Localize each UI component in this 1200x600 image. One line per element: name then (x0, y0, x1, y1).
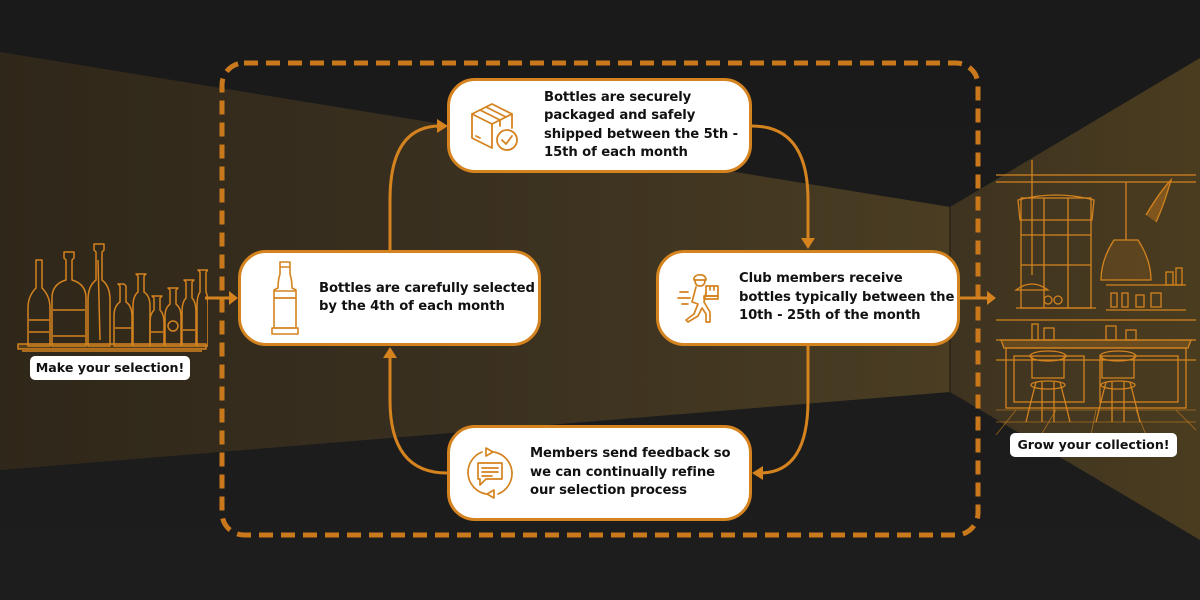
home-bar-illustration (996, 160, 1196, 435)
step-card-select: Bottles are carefully selected by the 4t… (238, 250, 541, 346)
arrow-ship-to-receive (751, 124, 815, 249)
arrow-exit (960, 291, 996, 305)
arrow-entry (205, 291, 238, 305)
step-card-feedback: Members send feedback so we can continua… (447, 425, 752, 521)
bottle-icon (245, 260, 325, 336)
step-text: Club members receive bottles typically b… (739, 271, 955, 324)
light-beam-right (950, 58, 1200, 540)
step-card-ship: Bottles are securely packaged and safely… (447, 78, 752, 173)
bottles-shelf-illustration (17, 243, 208, 352)
arrow-receive-to-feedback (752, 346, 810, 480)
package-check-icon (450, 100, 538, 152)
make-your-selection-label: Make your selection! (30, 356, 190, 380)
step-text: Members send feedback so we can continua… (530, 446, 731, 499)
step-card-receive: Club members receive bottles typically b… (656, 250, 960, 346)
step-text: Bottles are securely packaged and safely… (544, 89, 739, 161)
arrow-select-to-ship (388, 119, 448, 250)
step-text: Bottles are carefully selected by the 4t… (319, 280, 535, 315)
grow-your-collection-label: Grow your collection! (1010, 433, 1177, 457)
feedback-chat-icon (450, 447, 530, 499)
arrow-feedback-to-select (383, 347, 448, 475)
delivery-person-icon (659, 272, 739, 324)
